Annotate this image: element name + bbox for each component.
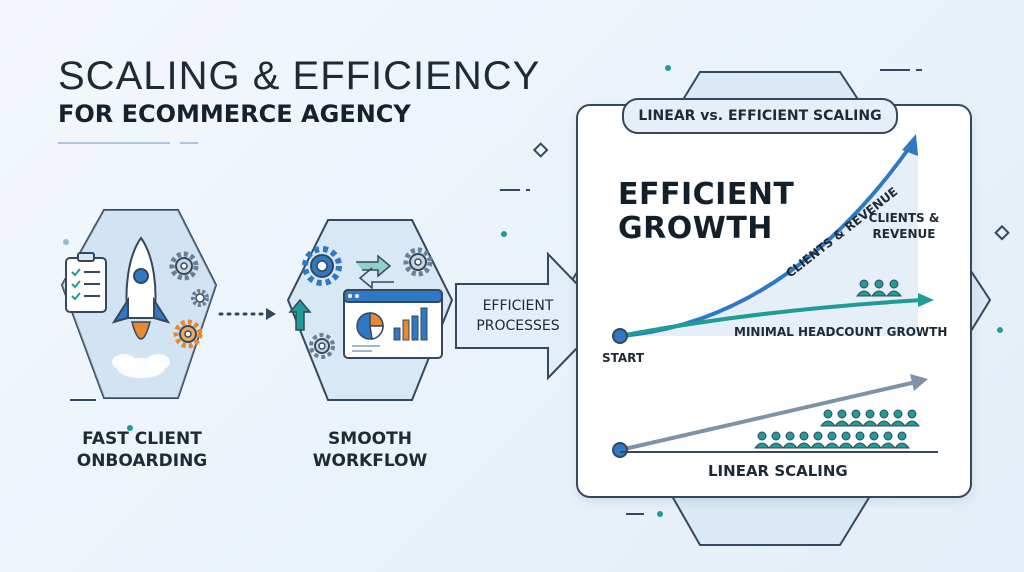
gear-icon	[403, 247, 433, 277]
diamond-decor	[994, 224, 1010, 241]
gear-icon	[169, 251, 199, 281]
dot-decor	[657, 511, 663, 517]
clipboard-icon	[65, 252, 107, 313]
headcount-label: MINIMAL HEADCOUNT GROWTH	[734, 325, 948, 339]
gear-icon	[302, 246, 342, 286]
rocket-icon	[111, 236, 171, 378]
workflow-label-line1: SMOOTH	[328, 429, 412, 449]
gear-icon	[309, 333, 335, 359]
efficient-growth-line2: GROWTH	[618, 211, 773, 246]
page-subtitle: FOR ECOMMERCE AGENCY	[58, 100, 411, 128]
dot-decor	[665, 65, 671, 71]
gear-icon	[173, 319, 203, 349]
linear-start-point	[612, 442, 628, 458]
linear-scaling-arrowhead	[910, 374, 928, 391]
efficient-growth-line1: EFFICIENT	[618, 177, 795, 212]
dot-decor	[127, 425, 133, 431]
efficient-growth-arrowhead	[902, 134, 918, 156]
dot-decor	[997, 327, 1003, 333]
few-people-icons	[856, 279, 902, 297]
workflow-label: SMOOTH WORKFLOW	[286, 428, 454, 472]
clients-label-line2: REVENUE	[872, 227, 936, 241]
title-underline	[58, 142, 170, 144]
headcount-arrowhead	[918, 293, 934, 307]
start-point	[612, 328, 628, 344]
dot-decor	[501, 231, 507, 237]
linear-scaling-line	[618, 380, 918, 452]
onboarding-label: FAST CLIENT ONBOARDING	[58, 428, 226, 472]
growth-shaded-area	[620, 144, 918, 336]
onboarding-label-line2: ONBOARDING	[76, 451, 208, 471]
process-arrow-line2: PROCESSES	[476, 318, 560, 334]
start-label: START	[602, 351, 645, 365]
onboarding-label-line1: FAST CLIENT	[82, 429, 202, 449]
clients-label-line1: CLIENTS &	[868, 211, 940, 225]
many-people-icons	[754, 409, 920, 449]
up-arrow-icon	[288, 298, 312, 331]
scaling-diagram: CLIENTS & REVENUE	[612, 134, 938, 458]
process-arrow-label: EFFICIENT PROCESSES	[458, 296, 578, 336]
panel-title-pill: LINEAR vs. EFFICIENT SCALING	[622, 98, 898, 134]
linear-scaling-label: LINEAR SCALING	[708, 462, 848, 480]
title-underline-dash	[180, 142, 198, 144]
clients-revenue-label: CLIENTS & REVENUE	[862, 210, 946, 242]
dotted-connector-arrow	[218, 308, 276, 320]
dashboard-window-icon	[343, 289, 443, 359]
gear-icon	[191, 289, 209, 307]
workflow-label-line2: WORKFLOW	[312, 451, 428, 471]
headcount-curve	[618, 298, 924, 338]
efficient-growth-heading: EFFICIENT GROWTH	[618, 178, 794, 246]
process-arrow-line1: EFFICIENT	[482, 298, 554, 314]
diamond-decor	[532, 142, 549, 158]
dot-decor	[63, 239, 69, 245]
cycle-arrows-icon	[356, 254, 394, 290]
page-title: SCALING & EFFICIENCY	[58, 54, 541, 98]
